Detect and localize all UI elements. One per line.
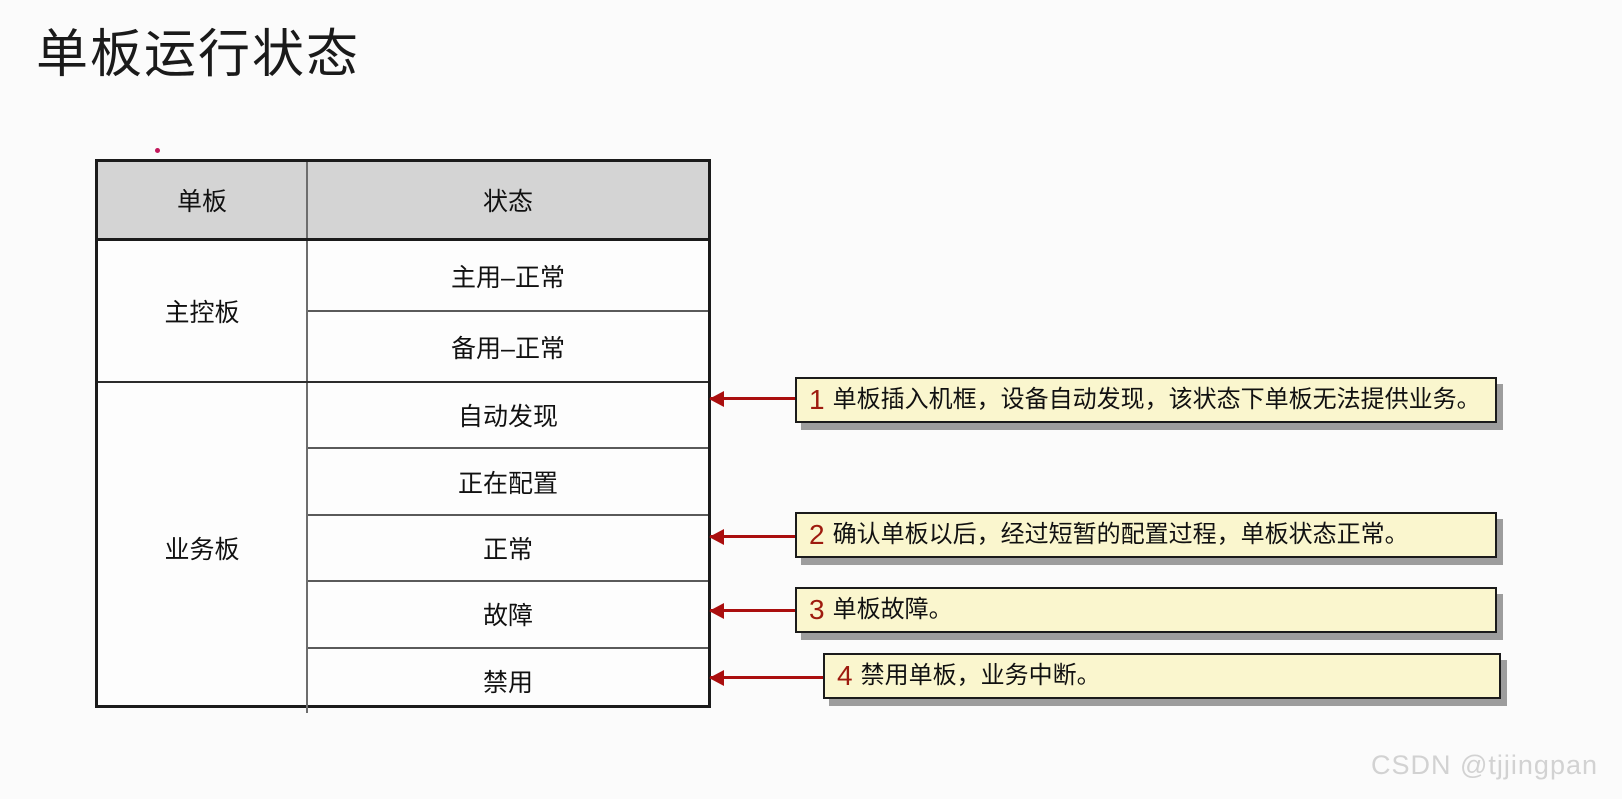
state-cell-active-normal: 主用–正常 (308, 241, 708, 312)
table-body: 主控板 主用–正常 备用–正常 业务板 自动发现 正在配置 正常 故障 禁用 (98, 241, 708, 713)
callout-box-4: 4 禁用单板，业务中断。 (823, 653, 1501, 699)
callout-text-1: 单板插入机框，设备自动发现，该状态下单板无法提供业务。 (832, 386, 1481, 413)
state-cell-normal: 正常 (308, 516, 708, 583)
callout-number-3: 3 (809, 594, 825, 625)
table-row-group-service-board: 业务板 自动发现 正在配置 正常 故障 禁用 (98, 381, 708, 713)
table-row-group-main-board: 主控板 主用–正常 备用–正常 (98, 241, 708, 381)
state-list-main-board: 主用–正常 备用–正常 (308, 241, 708, 381)
table-header-row: 单板 状态 (98, 162, 708, 241)
callout-number-1: 1 (809, 384, 825, 415)
state-cell-disabled: 禁用 (482, 668, 533, 697)
group-label-service-board: 业务板 (98, 383, 308, 713)
callout-text-4: 禁用单板，业务中断。 (860, 662, 1101, 689)
callout-arrow-2-icon (710, 535, 797, 538)
callout-number-4: 4 (837, 660, 853, 691)
watermark-text: CSDN @tjjingpan (1371, 750, 1598, 780)
red-dot-marker (155, 148, 160, 153)
state-cell-fault: 故障 (308, 582, 708, 649)
callout-arrow-1-icon (710, 397, 797, 400)
page-title: 单板运行状态 (36, 26, 361, 84)
callout-arrow-4-icon (710, 676, 825, 679)
callout-text-2: 确认单板以后，经过短暂的配置过程，单板状态正常。 (832, 521, 1409, 548)
callout-box-2: 2 确认单板以后，经过短暂的配置过程，单板状态正常。 (795, 512, 1497, 558)
callout-arrow-3-icon (710, 609, 797, 612)
callout-box-3: 3 单板故障。 (795, 587, 1497, 633)
state-cell-auto-discover: 自动发现 (308, 383, 708, 450)
callout-box-1: 1 单板插入机框，设备自动发现，该状态下单板无法提供业务。 (795, 377, 1497, 423)
state-cell-standby-normal: 备用–正常 (451, 334, 565, 363)
column-header-board: 单板 (98, 162, 308, 238)
board-status-table: 单板 状态 主控板 主用–正常 备用–正常 业务板 自动发现 正在配置 正常 故… (95, 159, 711, 713)
callout-number-2: 2 (809, 519, 825, 550)
state-cell-configuring: 正在配置 (308, 449, 708, 516)
column-header-state: 状态 (482, 188, 533, 216)
group-label-main-board: 主控板 (98, 241, 308, 381)
state-list-service-board: 自动发现 正在配置 正常 故障 禁用 (308, 383, 708, 713)
callout-text-3: 单板故障。 (832, 596, 953, 623)
